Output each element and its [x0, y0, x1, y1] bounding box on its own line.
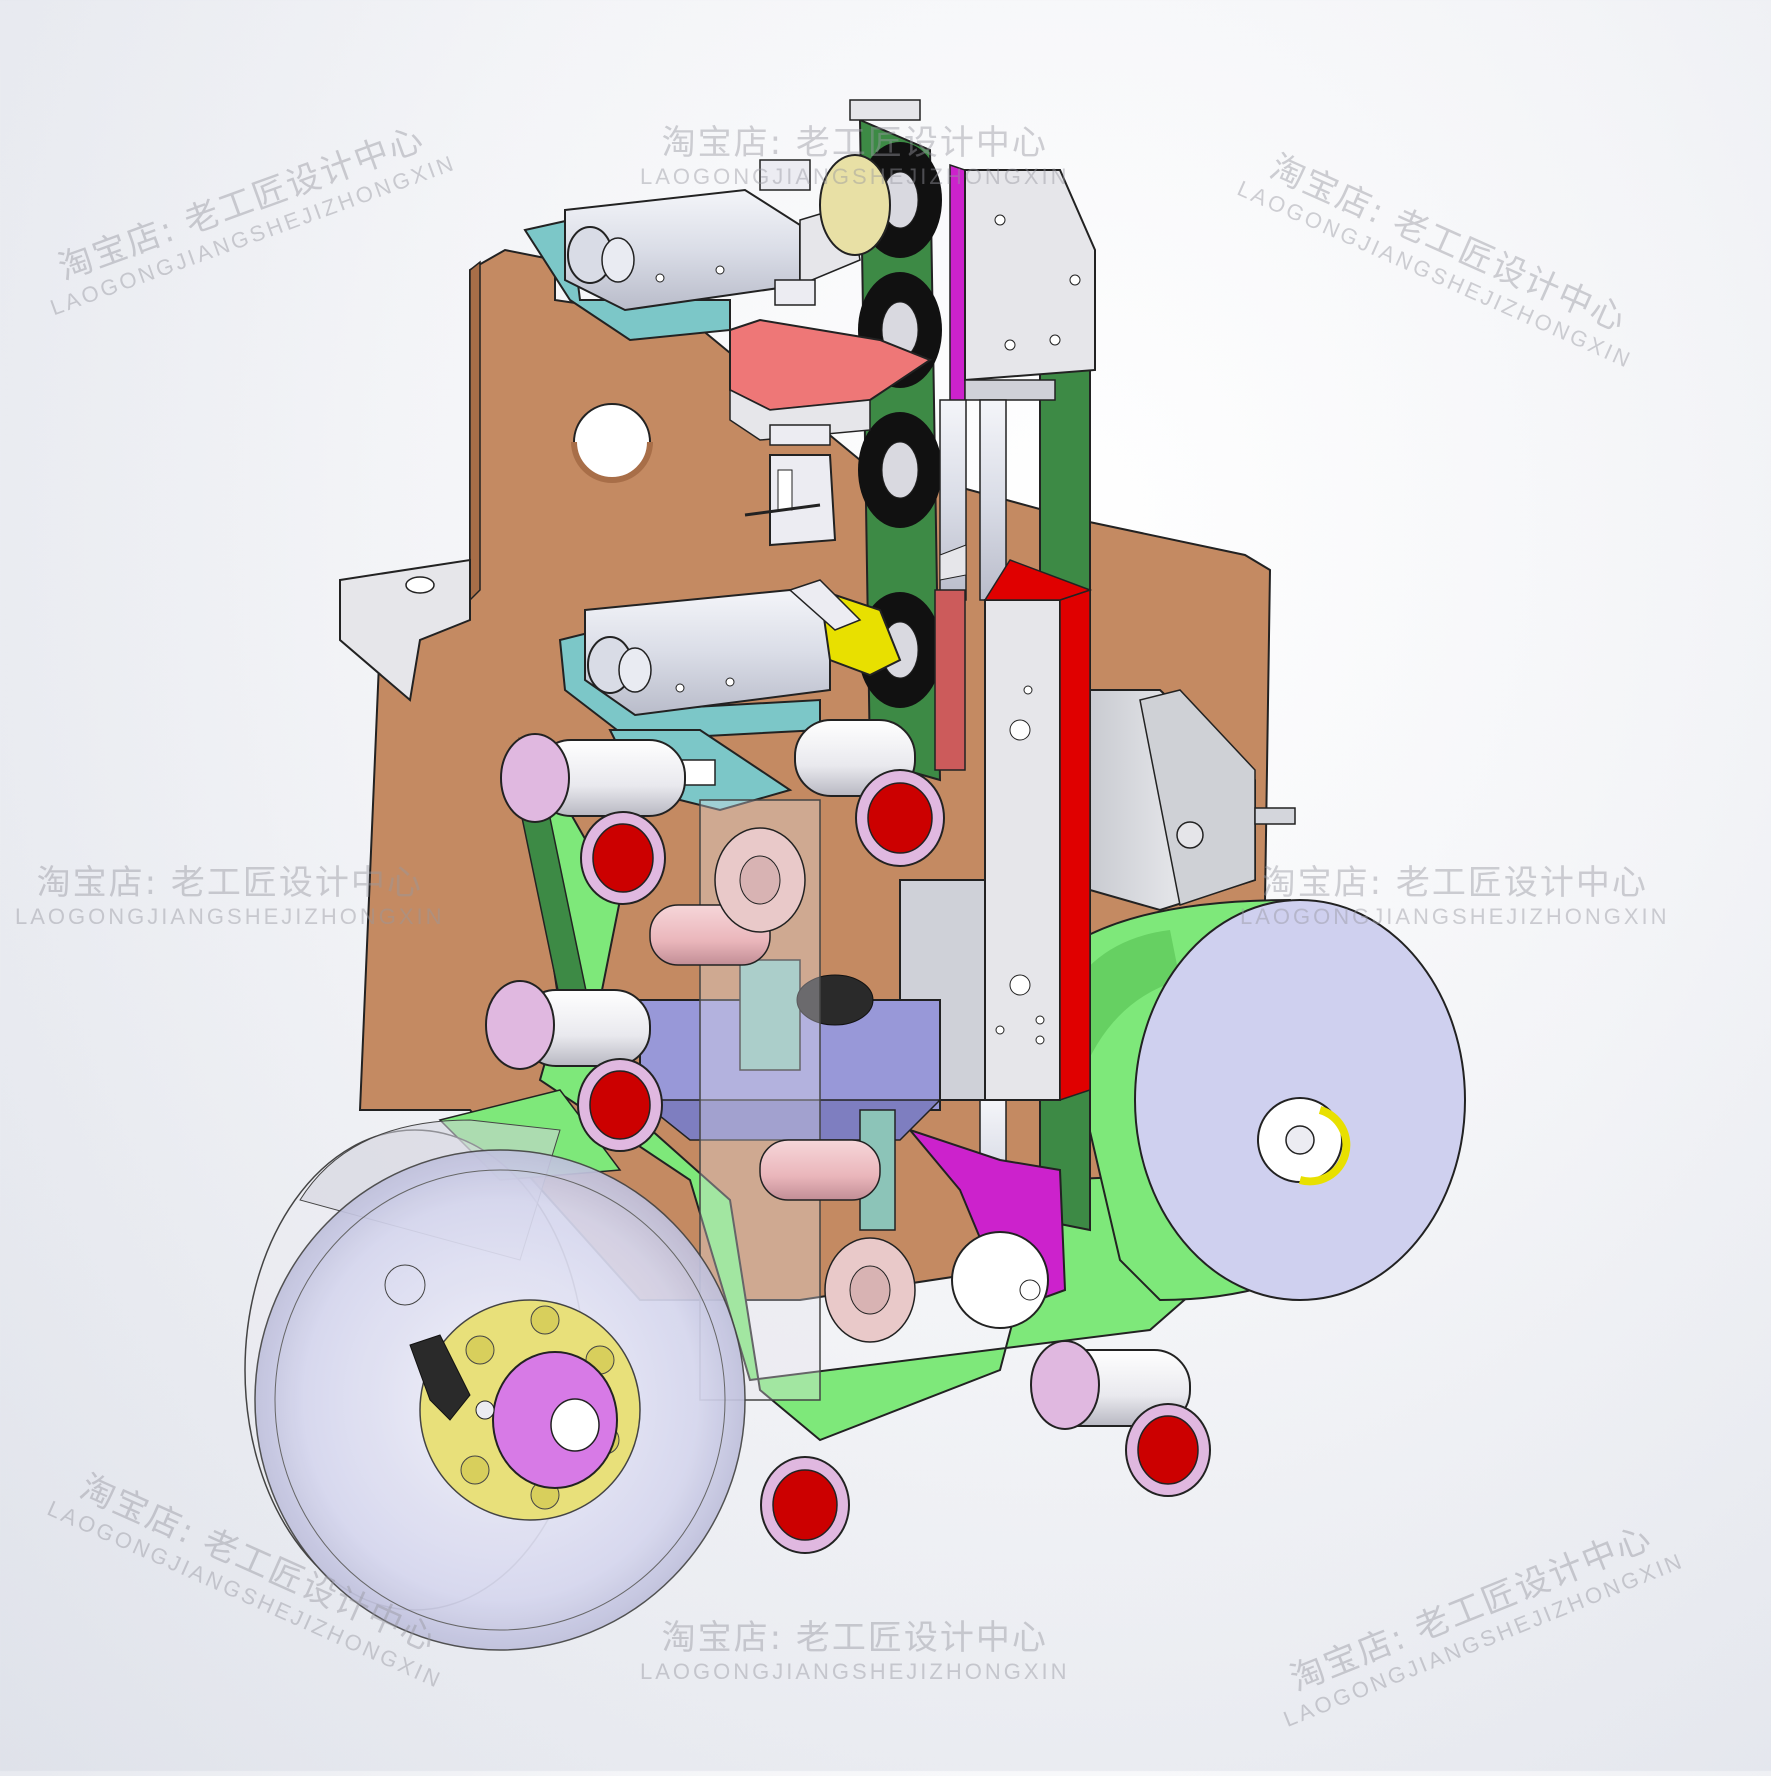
mounting-bracket [339, 558, 471, 702]
stepper-motor [1089, 689, 1296, 912]
core-clip [1298, 1106, 1351, 1186]
guide-roller-1 [500, 733, 686, 905]
clamp-knob [796, 974, 874, 1026]
roller-cap [772, 1469, 838, 1541]
slide-rail-strip [1059, 588, 1091, 1102]
idler-wheel [819, 154, 891, 256]
dancer-arm [906, 1127, 1067, 1329]
top-pressure-assembly [849, 99, 1096, 412]
roller-cap [867, 782, 933, 854]
slide-carriage [984, 599, 1061, 1101]
motor-shaft [1254, 807, 1296, 825]
inner-rollers [649, 827, 916, 1343]
upper-cylinder [523, 154, 891, 342]
dancer-roller [951, 1231, 1049, 1329]
rewind-reel [244, 1119, 746, 1651]
roller-cap [1137, 1415, 1199, 1485]
roller-cap [589, 1070, 651, 1140]
linear-slide-module [899, 559, 1093, 1102]
peel-plate [729, 318, 933, 446]
guide-roller-5 [760, 1456, 850, 1554]
sensor-bracket [744, 454, 837, 547]
guide-roller-2 [794, 719, 945, 867]
guide-roller-4 [1030, 1340, 1211, 1497]
guide-roller-3 [485, 980, 663, 1152]
reel-lock-handle [409, 1334, 471, 1421]
middle-cylinder [558, 579, 902, 742]
roller-cap [592, 823, 654, 893]
